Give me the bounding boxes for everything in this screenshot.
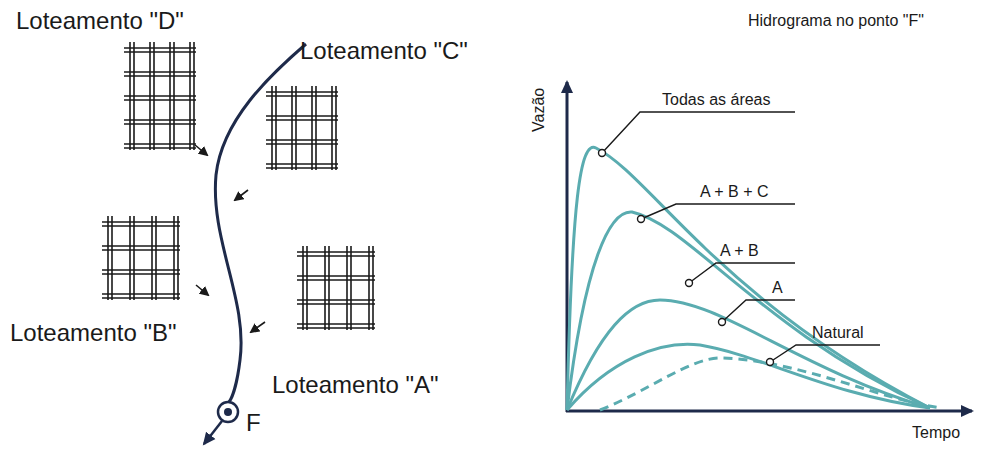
axis-label: Vazão <box>530 88 548 132</box>
street-grids <box>102 42 375 330</box>
outlet-point <box>218 402 238 422</box>
hydrograph-curves <box>567 147 942 410</box>
subdivision-label: Loteamento "C" <box>300 38 468 64</box>
leader-lines <box>602 112 880 362</box>
outlet-label: F <box>246 410 261 436</box>
chart-axes <box>566 82 972 412</box>
outlet-dot <box>224 408 232 416</box>
curve-label: Natural <box>812 324 864 342</box>
outflow-arrow <box>204 421 222 444</box>
subdivision-label: Loteamento "B" <box>10 320 176 346</box>
subdivision-label: Loteamento "A" <box>272 372 438 398</box>
curve-label: A + B <box>720 242 759 260</box>
leader-dots <box>599 150 774 366</box>
subdivision-label: Loteamento "D" <box>16 8 184 34</box>
axis-label: Tempo <box>912 424 960 442</box>
curve-label: A <box>772 279 783 297</box>
chart-title: Hidrograma no ponto "F" <box>748 12 924 30</box>
curve-label: A + B + C <box>700 183 768 201</box>
river <box>215 44 306 402</box>
flow-arrows <box>195 145 265 332</box>
curve-label: Todas as áreas <box>662 91 771 109</box>
